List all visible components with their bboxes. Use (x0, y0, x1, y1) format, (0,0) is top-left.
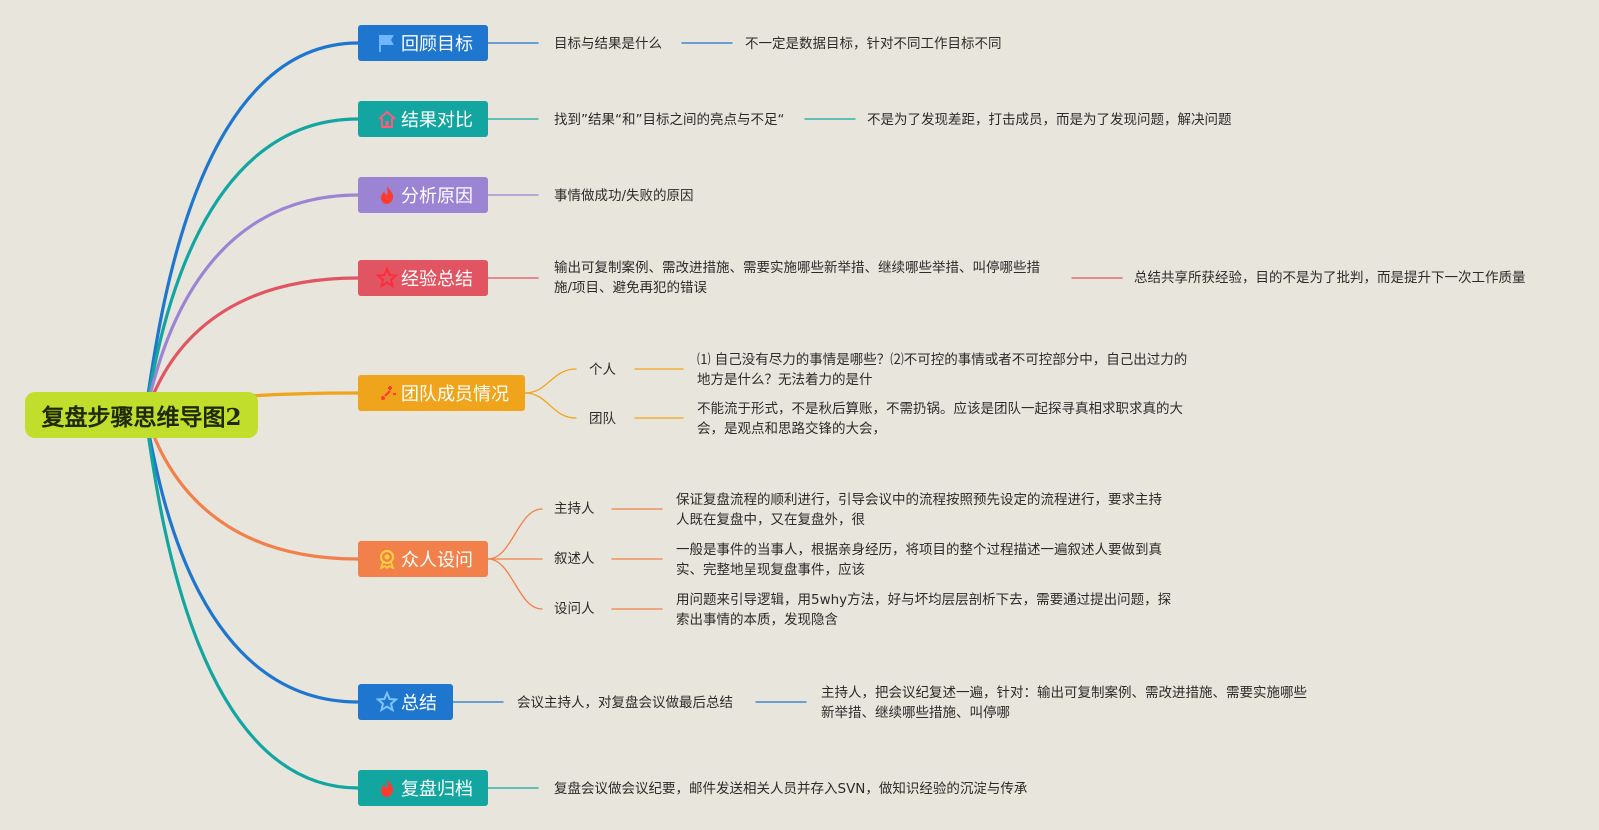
flame-icon (376, 184, 398, 206)
detail-text: 输出可复制案例、需改进措施、需要实施哪些新举措、继续哪些举措、叫停哪些措施/项目… (554, 260, 1040, 296)
topic-archive[interactable]: 复盘归档 (358, 770, 488, 806)
sub-branch-connector (524, 368, 577, 394)
topic-experience-summary[interactable]: 经验总结 (358, 260, 488, 296)
detail-text: ⑴ 自己没有尽力的事情是哪些？⑵不可控的事情或者不可控部分中，自己出过力的地方是… (697, 352, 1188, 388)
topic-result-compare[interactable]: 结果对比 (358, 101, 488, 137)
house-icon (376, 108, 398, 130)
topic-label: 经验总结 (401, 269, 473, 290)
detail-text: 找到”结果“和”目标之间的亮点与不足“ (554, 112, 785, 128)
detail-text: 不能流于形式，不是秋后算账，不需扔锅。应该是团队一起探寻真相求职求真的大会，是观… (697, 401, 1183, 437)
detail-text: 一般是事件的当事人，根据亲身经历，将项目的整个过程描述一遍叙述人要做到真实、完整… (676, 542, 1162, 578)
detail-text: 不是为了发现差距，打击成员，而是为了发现问题，解决问题 (867, 112, 1232, 128)
topic-label: 总结 (401, 693, 437, 714)
detail-text: 总结共享所获经验，目的不是为了批判，而是提升下一次工作质量 (1134, 270, 1526, 286)
topic-group-questioning[interactable]: 众人设问 (358, 541, 488, 577)
star-icon (376, 267, 398, 289)
branch-connector (143, 41, 360, 416)
branch-connector (143, 412, 360, 790)
detail-text: 目标与结果是什么 (554, 36, 662, 52)
detail-text: 复盘会议做会议纪要，邮件发送相关人员并存入SVN，做知识经验的沉淀与传承 (554, 781, 1028, 797)
topic-analyze-cause[interactable]: 分析原因 (358, 177, 488, 213)
sub-topic-label[interactable]: 叙述人 (554, 551, 595, 567)
sub-branch-connector (487, 508, 543, 560)
topic-label: 分析原因 (401, 186, 473, 207)
detail-text: 用问题来引导逻辑，用5why方法，好与坏均层层剖析下去，需要通过提出问题，探索出… (676, 592, 1172, 628)
sub-topic-label[interactable]: 主持人 (554, 501, 595, 517)
sub-topic-label[interactable]: 个人 (589, 362, 616, 378)
topic-team-members[interactable]: 团队成员情况 (358, 375, 525, 411)
topic-summary[interactable]: 总结 (358, 684, 453, 720)
detail-text: 不一定是数据目标，针对不同工作目标不同 (745, 36, 1002, 52)
sub-topic-label[interactable]: 设问人 (554, 601, 595, 617)
detail-text: 会议主持人，对复盘会议做最后总结 (517, 695, 733, 711)
star-outline-icon (376, 691, 398, 713)
topic-label: 结果对比 (401, 110, 473, 131)
topic-label: 复盘归档 (401, 779, 473, 800)
sparkle-icon (376, 382, 398, 404)
sub-topic-label[interactable]: 团队 (589, 411, 616, 427)
branch-connector (143, 193, 360, 416)
branch-connector (143, 117, 360, 416)
badge-icon (376, 548, 398, 570)
detail-text: 事情做成功/失败的原因 (554, 188, 694, 204)
flag-icon (376, 32, 398, 54)
sub-branch-connector (487, 558, 543, 610)
detail-text: 保证复盘流程的顺利进行，引导会议中的流程按照预先设定的流程进行，要求主持人既在复… (676, 492, 1162, 528)
topic-review-goal[interactable]: 回顾目标 (358, 25, 488, 61)
flame-icon (376, 777, 398, 799)
topic-label: 回顾目标 (401, 34, 473, 55)
topic-label: 众人设问 (401, 550, 473, 571)
sub-branch-connector (524, 392, 577, 419)
root-topic[interactable]: 复盘步骤思维导图2 (25, 392, 258, 438)
topic-label: 团队成员情况 (401, 384, 509, 405)
detail-text: 主持人，把会议纪复述一遍，针对：输出可复制案例、需改进措施、需要实施哪些新举措、… (821, 685, 1307, 721)
